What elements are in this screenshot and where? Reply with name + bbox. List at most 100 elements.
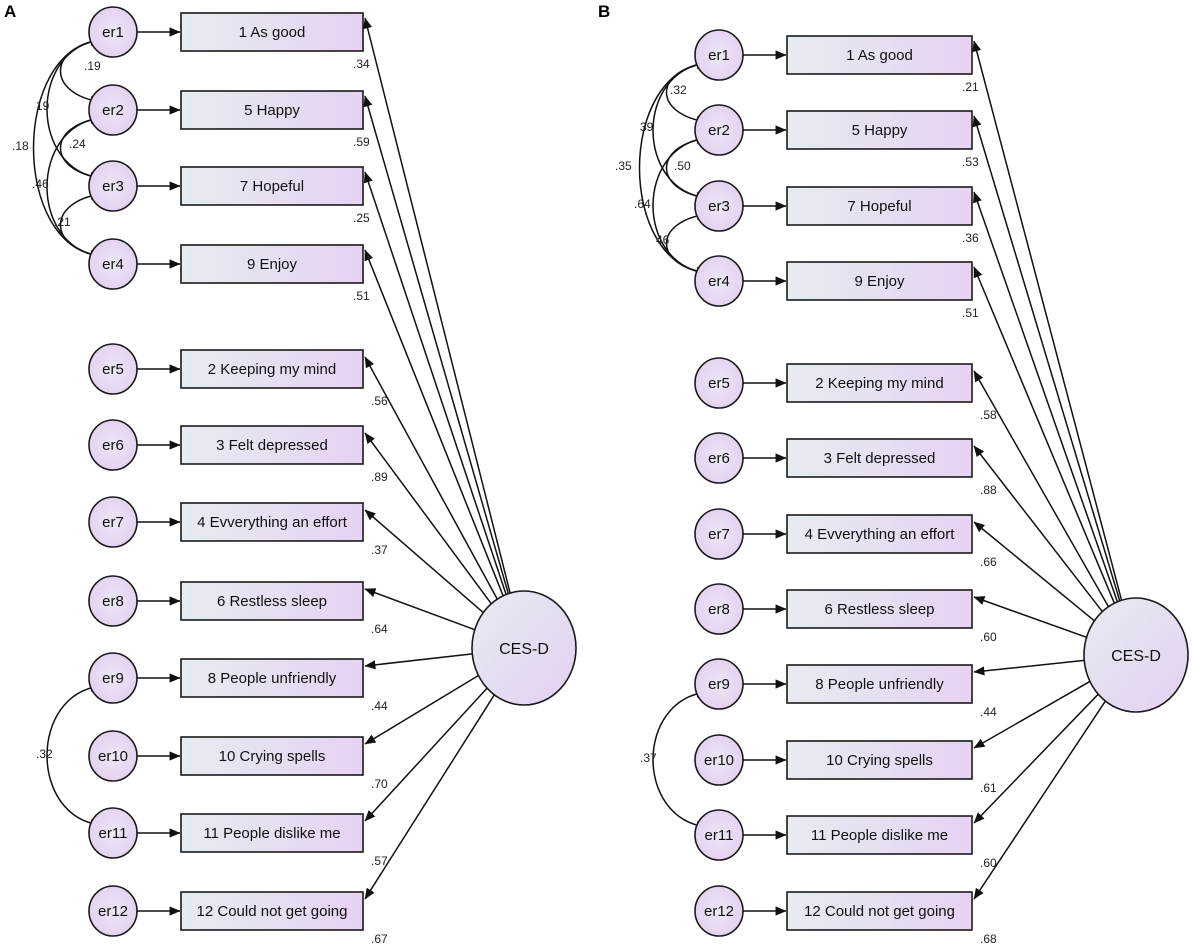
loading-arrow bbox=[364, 249, 504, 597]
error-label: er8 bbox=[102, 593, 124, 610]
error-label: er4 bbox=[708, 273, 730, 290]
indicator-label: 5 Happy bbox=[244, 102, 300, 119]
indicator-box bbox=[786, 589, 973, 629]
error-label: er10 bbox=[704, 752, 734, 769]
loading-value: .68 bbox=[980, 932, 997, 946]
indicator-box bbox=[180, 349, 364, 389]
covariance-value: .32 bbox=[36, 747, 53, 761]
error-label: er5 bbox=[708, 375, 730, 392]
error-label: er3 bbox=[708, 198, 730, 215]
indicator-label: 7 Hopeful bbox=[240, 178, 304, 195]
covariance-arc bbox=[665, 210, 708, 277]
panel-label: B bbox=[598, 2, 610, 21]
loading-value: .60 bbox=[980, 856, 997, 870]
error-label: er2 bbox=[102, 102, 124, 119]
latent-factor-node bbox=[1083, 597, 1189, 713]
covariance-value: 39 bbox=[640, 120, 654, 134]
error-label: er6 bbox=[708, 450, 730, 467]
indicator-label: 9 Enjoy bbox=[854, 273, 905, 290]
loading-arrow bbox=[973, 370, 1110, 608]
indicator-box bbox=[180, 658, 364, 698]
loading-value: .61 bbox=[980, 781, 997, 795]
error-label: er10 bbox=[98, 748, 128, 765]
indicator-box bbox=[180, 502, 364, 542]
loading-value: .44 bbox=[980, 705, 997, 719]
loading-value: .34 bbox=[353, 57, 370, 71]
indicator-box bbox=[180, 425, 364, 465]
loading-value: .64 bbox=[371, 622, 388, 636]
loading-arrow bbox=[972, 40, 1123, 601]
indicator-box bbox=[180, 244, 364, 284]
loading-value: .25 bbox=[353, 211, 370, 225]
indicator-box bbox=[180, 891, 364, 931]
error-label: er5 bbox=[102, 361, 124, 378]
indicator-box bbox=[786, 438, 973, 478]
panel-b: B.21.53.36.51.58.88.66.60.44.61.60.68.32… bbox=[598, 2, 1189, 946]
loading-value: .66 bbox=[980, 555, 997, 569]
indicator-box bbox=[180, 736, 364, 776]
indicator-label: 2 Keeping my mind bbox=[815, 375, 943, 392]
loading-value: .58 bbox=[980, 408, 997, 422]
loading-arrow bbox=[364, 687, 488, 822]
loading-value: .56 bbox=[371, 394, 388, 408]
loading-arrow bbox=[973, 266, 1116, 604]
indicator-box bbox=[786, 363, 973, 403]
indicator-label: 1 As good bbox=[239, 24, 306, 41]
indicator-label: 12 Could not get going bbox=[197, 903, 348, 920]
indicator-box bbox=[786, 186, 973, 226]
indicator-box bbox=[180, 813, 364, 853]
indicator-label: 3 Felt depressed bbox=[216, 437, 328, 454]
error-label: er7 bbox=[102, 514, 124, 531]
indicator-label: 3 Felt depressed bbox=[824, 450, 936, 467]
indicator-box bbox=[180, 581, 364, 621]
indicator-label: 12 Could not get going bbox=[804, 903, 955, 920]
loading-value: .59 bbox=[353, 135, 370, 149]
panel-a: A.34.59.25.51.56.89.37.64.44.70.57.67.19… bbox=[4, 2, 577, 946]
covariance-value: .37 bbox=[640, 751, 657, 765]
loading-arrow bbox=[973, 445, 1103, 613]
indicator-box bbox=[786, 110, 973, 150]
covariance-arc bbox=[652, 688, 708, 831]
loading-arrow bbox=[973, 680, 1091, 749]
indicator-label: 10 Crying spells bbox=[826, 752, 933, 769]
loading-arrow bbox=[364, 653, 473, 670]
loading-value: .53 bbox=[962, 155, 979, 169]
indicator-label: 11 People dislike me bbox=[203, 825, 340, 842]
latent-factor-node bbox=[471, 590, 577, 706]
panel-label: A bbox=[4, 2, 16, 21]
indicator-box bbox=[180, 90, 364, 130]
loading-value: .37 bbox=[371, 543, 388, 557]
loading-value: .44 bbox=[371, 699, 388, 713]
loading-value: .21 bbox=[962, 80, 979, 94]
loading-arrow bbox=[973, 659, 1085, 676]
loading-arrow bbox=[364, 356, 498, 600]
indicator-label: 7 Hopeful bbox=[847, 198, 911, 215]
loading-value: .51 bbox=[962, 306, 979, 320]
loading-value: .70 bbox=[371, 777, 388, 791]
indicator-label: 5 Happy bbox=[852, 122, 908, 139]
covariance-value: .21 bbox=[54, 215, 71, 229]
indicator-label: 4 Evverything an effort bbox=[805, 526, 956, 543]
error-label: er2 bbox=[708, 122, 730, 139]
indicator-box bbox=[786, 815, 973, 855]
loading-value: .36 bbox=[962, 231, 979, 245]
indicator-label: 8 People unfriendly bbox=[815, 676, 944, 693]
indicator-label: 2 Keeping my mind bbox=[208, 361, 336, 378]
error-label: er12 bbox=[704, 903, 734, 920]
indicator-box bbox=[786, 35, 973, 75]
loading-arrow bbox=[363, 171, 507, 595]
error-label: er12 bbox=[98, 903, 128, 920]
indicator-box bbox=[786, 664, 973, 704]
loading-arrow bbox=[363, 95, 510, 594]
error-label: er9 bbox=[102, 670, 124, 687]
loading-arrow bbox=[973, 693, 1099, 824]
indicator-label: 11 People dislike me bbox=[811, 827, 948, 844]
covariance-value: .35 bbox=[615, 159, 632, 173]
indicator-label: 8 People unfriendly bbox=[208, 670, 337, 687]
error-label: er1 bbox=[708, 47, 730, 64]
loading-value: .51 bbox=[353, 289, 370, 303]
indicator-label: 6 Restless sleep bbox=[824, 601, 934, 618]
loading-arrow bbox=[364, 674, 479, 745]
covariance-value: 46 bbox=[656, 233, 670, 247]
indicator-label: 4 Evverything an effort bbox=[197, 514, 348, 531]
